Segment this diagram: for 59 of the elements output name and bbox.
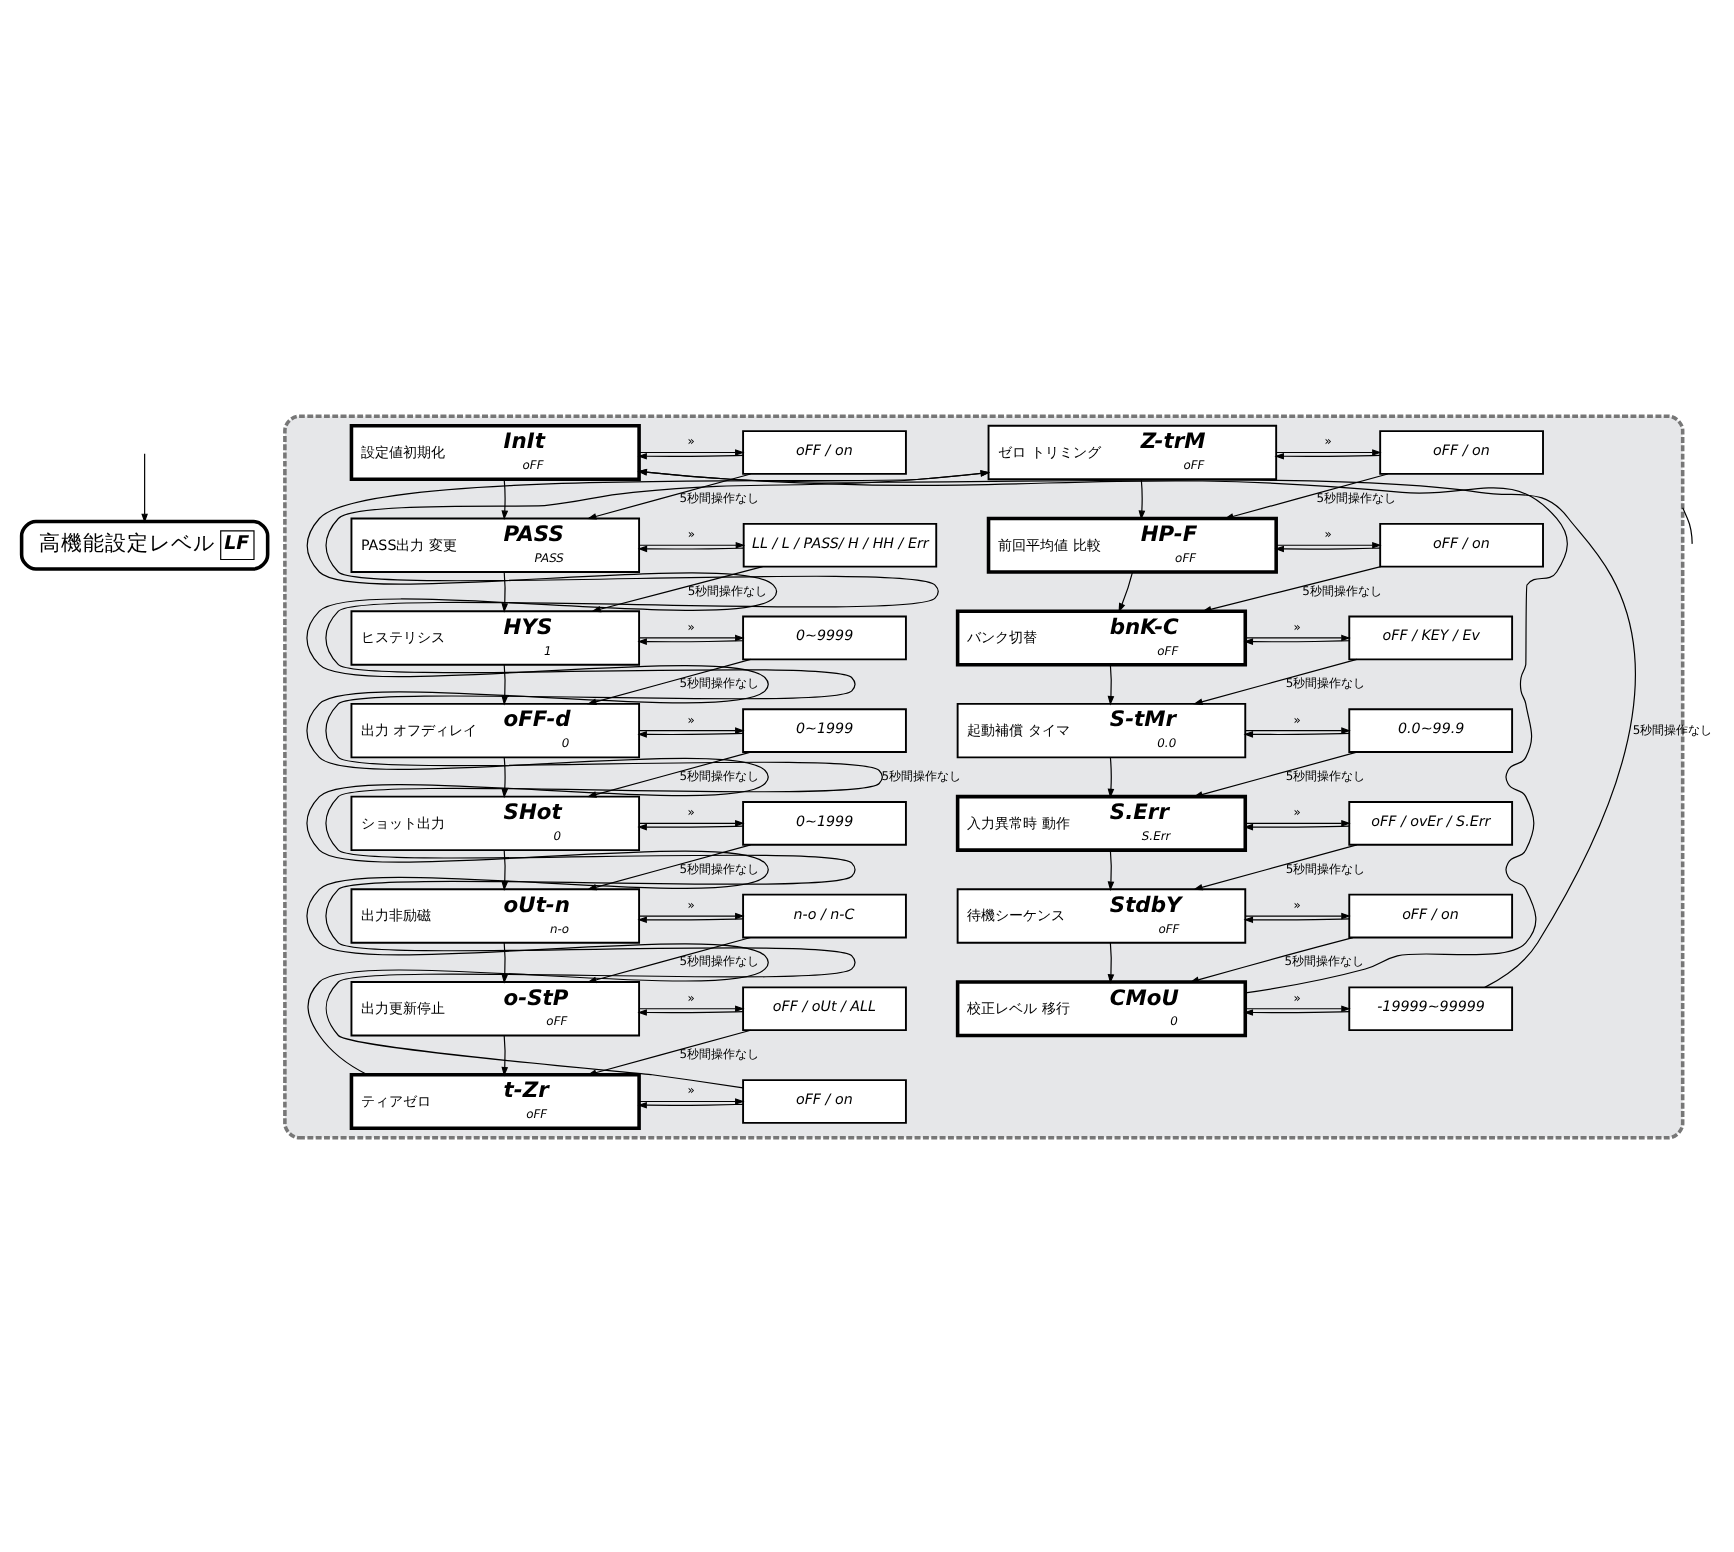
arrow xyxy=(501,848,509,890)
arrow xyxy=(1107,755,1115,798)
arrow xyxy=(637,822,744,830)
arrow xyxy=(1243,637,1350,644)
arrow xyxy=(1244,819,1351,826)
arrow xyxy=(591,565,764,612)
arrow xyxy=(501,941,509,983)
arrow xyxy=(1244,1004,1351,1012)
arrow xyxy=(637,451,744,459)
arrow xyxy=(1107,848,1115,890)
arrow xyxy=(1193,750,1358,797)
arrow xyxy=(1118,570,1134,612)
arrow xyxy=(1243,822,1350,830)
arrow xyxy=(501,570,509,612)
arrow xyxy=(586,843,752,890)
arrow xyxy=(501,755,509,798)
arrow xyxy=(1224,472,1389,519)
arrow xyxy=(1244,633,1351,641)
arrow xyxy=(1243,1008,1350,1015)
arrow xyxy=(1243,730,1350,737)
arrow xyxy=(637,730,744,737)
arrow xyxy=(1275,540,1382,548)
arrow xyxy=(501,1034,509,1076)
arrow xyxy=(141,452,148,523)
arrow xyxy=(637,1008,744,1015)
arrow xyxy=(586,935,752,983)
arrow xyxy=(1193,657,1358,704)
arrow xyxy=(638,1097,745,1104)
arrow xyxy=(638,448,745,455)
arrow xyxy=(638,911,745,919)
arrow xyxy=(637,915,744,923)
arrow xyxy=(1274,451,1381,459)
arrow xyxy=(1275,448,1382,455)
arrow xyxy=(501,663,509,705)
arrow xyxy=(637,637,744,644)
arrow xyxy=(638,1004,745,1012)
arrow xyxy=(638,819,745,826)
arrow xyxy=(637,544,745,552)
arrow xyxy=(1274,544,1381,552)
arrow xyxy=(1107,941,1115,983)
arrow xyxy=(1189,935,1354,982)
arrow xyxy=(638,726,745,733)
node-box: 高機能設定レベル LF xyxy=(19,518,270,570)
connector xyxy=(1682,506,1693,544)
arrow xyxy=(1244,726,1351,733)
arrow xyxy=(1201,565,1382,612)
arrow xyxy=(1243,915,1350,923)
arrow xyxy=(638,540,746,548)
arrow xyxy=(1107,663,1115,705)
arrow xyxy=(638,633,745,641)
arrow xyxy=(586,657,752,704)
arrow xyxy=(586,472,752,519)
arrow xyxy=(586,1028,752,1075)
arrow xyxy=(1138,477,1146,520)
arrow xyxy=(637,1100,744,1108)
arrow xyxy=(1244,911,1351,919)
arrow xyxy=(1193,843,1358,890)
arrow xyxy=(501,477,509,520)
arrow xyxy=(586,750,752,797)
